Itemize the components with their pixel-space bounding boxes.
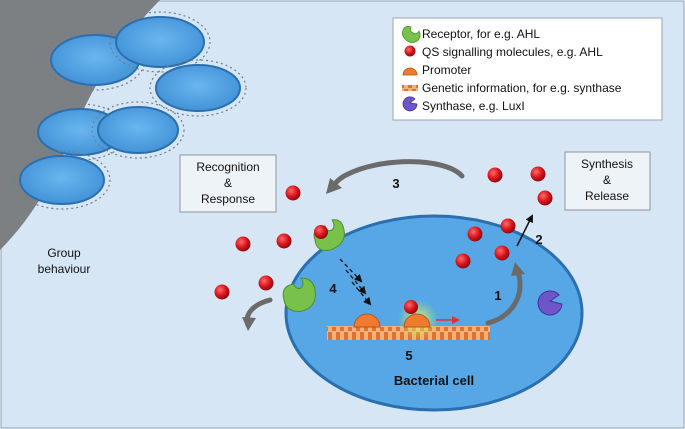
- synthesis-line3: Release: [585, 189, 629, 203]
- step3-arrowhead: [326, 178, 342, 194]
- bacterial-cell-label: Bacterial cell: [394, 373, 474, 388]
- promoter-icon: [402, 67, 418, 76]
- synthesis-line1: Synthesis: [581, 157, 633, 171]
- signal-molecule: [258, 275, 274, 291]
- step-4-label: 4: [329, 281, 337, 296]
- legend-label-molecule: QS signalling molecules, e.g. AHL: [422, 45, 603, 59]
- signal-molecule: [276, 233, 292, 249]
- legend-label-genetic: Genetic information, for e.g. synthase: [422, 81, 622, 95]
- receptor-free: [282, 277, 316, 313]
- promoter: [353, 313, 381, 328]
- bacterium: [149, 59, 247, 117]
- step-5-label: 5: [405, 348, 412, 363]
- signal-molecule: [314, 225, 328, 239]
- signal-molecules: [214, 166, 553, 300]
- synthase-icon: [402, 96, 418, 112]
- signal-molecule-icon: [404, 45, 416, 57]
- recognition-line2: &: [224, 176, 232, 190]
- genetic-information-icon: [402, 85, 418, 91]
- signal-molecule: [537, 190, 553, 206]
- bacterium: [91, 101, 185, 159]
- signal-molecule: [467, 226, 483, 242]
- step4-arrow: [339, 258, 363, 283]
- bacterium: [109, 11, 211, 73]
- group-behaviour-label-line2: behaviour: [38, 262, 91, 276]
- group-behaviour-label-line1: Group: [47, 246, 81, 260]
- bound-signal-molecule: [404, 300, 418, 314]
- signal-molecule: [285, 185, 301, 201]
- signal-molecule: [455, 253, 471, 269]
- step-1-label: 1: [494, 288, 501, 303]
- legend-label-synthase: Synthase, e.g. LuxI: [422, 99, 525, 113]
- signal-molecule: [235, 236, 251, 252]
- step4-arrow: [345, 269, 367, 295]
- legend-label-receptor: Receptor, for e.g. AHL: [422, 27, 540, 41]
- receptor-icon: [401, 26, 421, 43]
- step-3-label: 3: [392, 176, 399, 191]
- bacterium: [13, 150, 111, 210]
- step2-arrow: [516, 214, 533, 247]
- legend-label-promoter: Promoter: [422, 63, 471, 77]
- promoter-active: [403, 313, 431, 328]
- signal-molecule: [487, 167, 503, 183]
- signal-molecule: [214, 284, 230, 300]
- bacteria-group: [13, 11, 247, 210]
- step3-curved-arrow: [330, 159, 465, 189]
- synthesis-release-box: Synthesis & Release: [564, 151, 651, 211]
- recognition-line3: Response: [201, 192, 255, 206]
- receptor-cycle-arrowhead: [242, 317, 256, 331]
- step1-arrowhead: [511, 262, 525, 276]
- step-2-label: 2: [535, 232, 542, 247]
- recognition-line1: Recognition: [196, 160, 259, 174]
- signal-molecule: [530, 166, 546, 182]
- synthase: [537, 290, 563, 316]
- legend: Receptor, for e.g. AHL QS signalling mol…: [392, 17, 663, 121]
- step4-arrow: [351, 281, 372, 306]
- signal-molecule: [494, 245, 510, 261]
- synthesis-line2: &: [603, 173, 611, 187]
- recognition-response-box: Recognition & Response: [179, 154, 277, 213]
- signal-molecule: [500, 218, 516, 234]
